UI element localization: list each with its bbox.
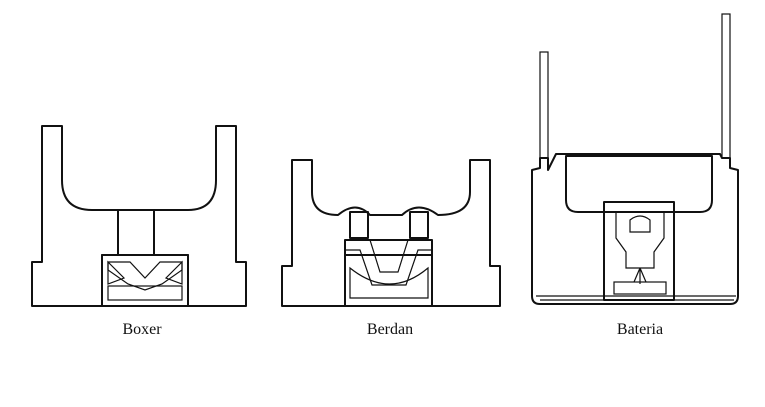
boxer-priming-compound	[107, 285, 183, 301]
bateria-powder-chamber	[565, 155, 713, 213]
berdan-flash-hole-right	[409, 211, 429, 239]
bateria-primer-tube	[603, 201, 675, 301]
bateria-case-head	[531, 153, 739, 305]
boxer-label: Boxer	[122, 321, 162, 338]
bateria-case-wall-left	[539, 51, 549, 159]
boxer-primer-diagram: Boxer	[31, 125, 247, 338]
bateria-primer-diagram: Bateria	[531, 13, 739, 338]
berdan-label: Berdan	[367, 321, 413, 338]
boxer-primer-cup	[101, 254, 189, 307]
berdan-anvil	[344, 239, 433, 286]
boxer-case-head	[31, 125, 247, 307]
berdan-priming-compound	[349, 266, 429, 299]
berdan-case-head	[281, 159, 501, 307]
berdan-flash-hole-left	[349, 211, 369, 239]
berdan-primer-cup	[344, 239, 433, 307]
bateria-priming-compound	[613, 281, 667, 295]
boxer-flash-hole	[117, 209, 155, 256]
bateria-primer-element	[615, 211, 665, 269]
bateria-case-wall-right	[721, 13, 731, 159]
bateria-label: Bateria	[617, 321, 663, 338]
berdan-primer-diagram: Berdan	[281, 159, 501, 338]
